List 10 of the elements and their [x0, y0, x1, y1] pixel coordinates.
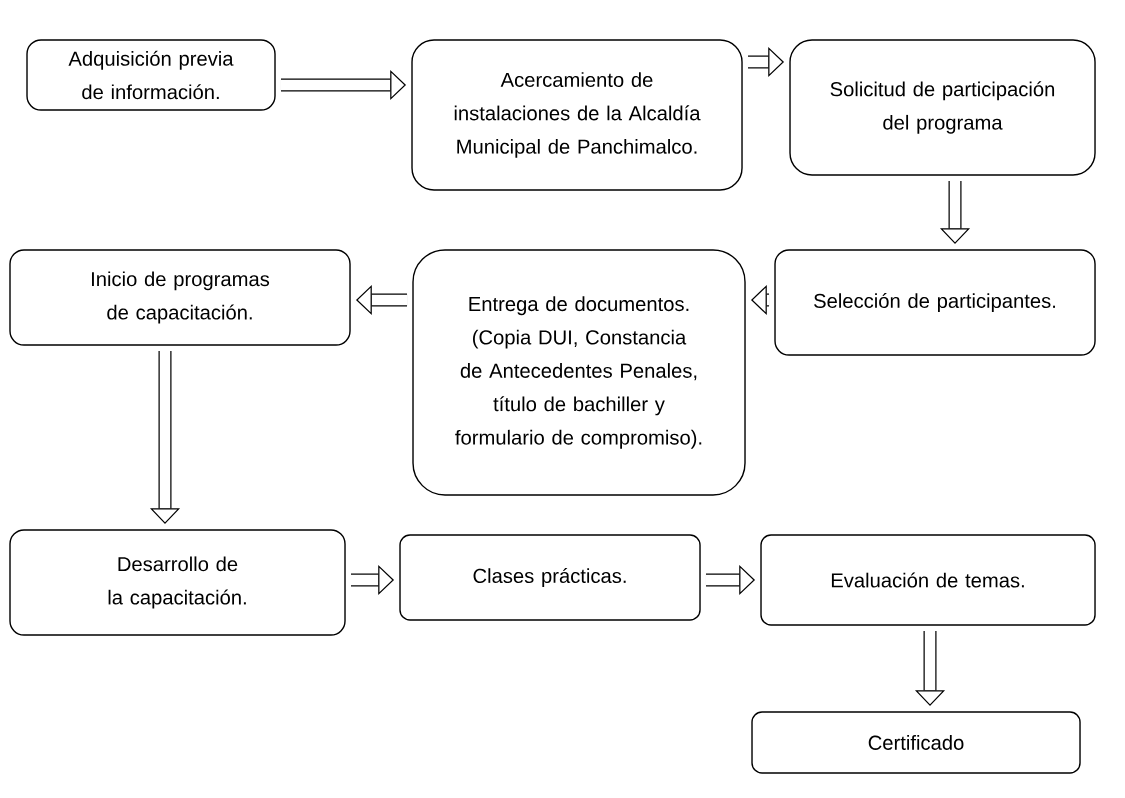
- process-box: Clases prácticas.: [399, 534, 701, 621]
- process-box: Solicitud de participación del programa: [789, 39, 1096, 176]
- process-box: Selección de participantes.: [774, 249, 1096, 356]
- process-box: Entrega de documentos. (Copia DUI, Constancia de Antecedentes Penales, título de bachiller y formulario de compromiso).: [412, 249, 746, 496]
- process-box: Certificado: [751, 711, 1081, 774]
- process-box: Adquisición previa de información.: [26, 39, 276, 111]
- process-box: Acercamiento de instalaciones de la Alcaldía Municipal de Panchimalco.: [411, 39, 743, 191]
- process-box: Inicio de programas de capacitación.: [9, 249, 351, 346]
- process-box: Evaluación de temas.: [760, 534, 1096, 626]
- process-box: Desarrollo de la capacitación.: [9, 529, 346, 636]
